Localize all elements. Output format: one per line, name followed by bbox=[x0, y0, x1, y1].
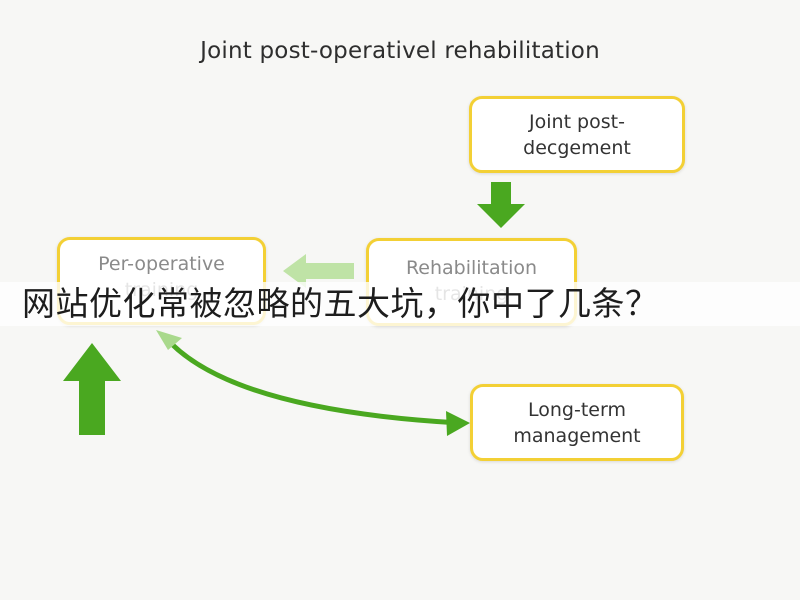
arrow-down bbox=[477, 182, 525, 228]
node-joint-post: Joint post- decgement bbox=[469, 96, 685, 173]
arrow-left bbox=[283, 254, 354, 288]
node-long-term-label: Long-term management bbox=[513, 398, 641, 447]
diagram-title: Joint post-operativel rehabilitation bbox=[200, 38, 600, 64]
arrow-curve bbox=[163, 335, 463, 426]
arrowhead-per bbox=[156, 330, 182, 350]
node-joint-post-label: Joint post- decgement bbox=[523, 110, 631, 159]
arrowhead-long bbox=[446, 411, 470, 436]
arrow-up bbox=[63, 343, 121, 435]
node-long-term: Long-term management bbox=[470, 384, 684, 461]
overlay-caption: 网站优化常被忽略的五大坑，你中了几条？ bbox=[22, 284, 659, 323]
caption-band bbox=[0, 282, 800, 326]
